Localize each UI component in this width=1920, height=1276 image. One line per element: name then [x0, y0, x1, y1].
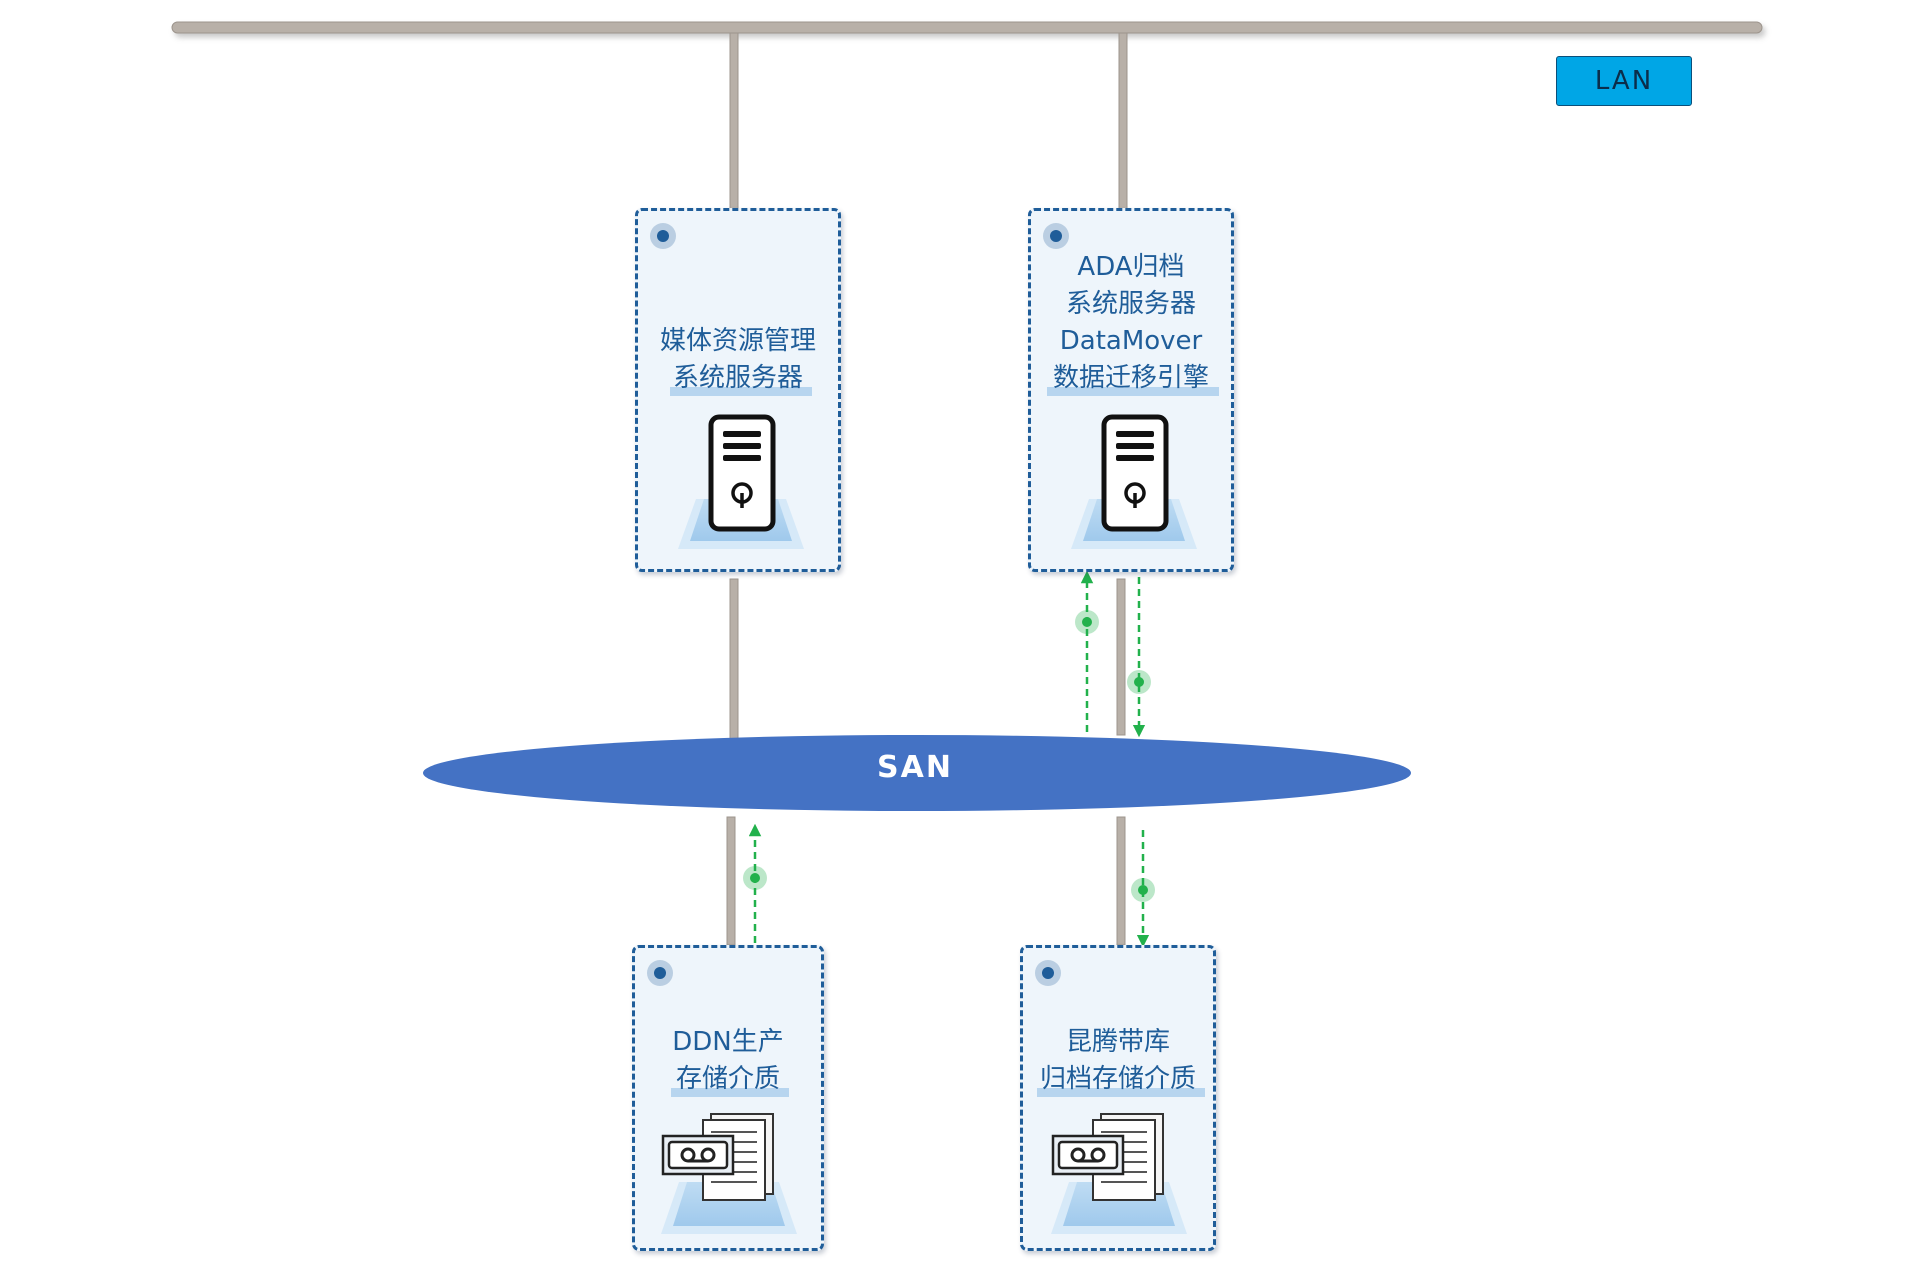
ddn-storage-label: DDN生产 存储介质	[635, 1024, 821, 1098]
ddn-storage-label-line-1: DDN生产	[672, 1027, 784, 1057]
flow-dot	[750, 873, 760, 883]
tape-storage-icon	[1051, 1113, 1187, 1234]
flow-dot	[1082, 617, 1092, 627]
san-label: SAN	[877, 750, 953, 785]
san-link-media-server	[729, 578, 739, 742]
ddn-storage-card[interactable]: DDN生产 存储介质	[632, 945, 824, 1251]
label-highlight	[1037, 1088, 1205, 1097]
lan-connectors	[729, 32, 1128, 210]
kunteng-library-label-line-1: 昆腾带库	[1065, 1027, 1170, 1057]
media-server-label-line-1: 媒体资源管理	[659, 326, 816, 356]
server-icon	[1071, 414, 1197, 549]
ada-server-label-line-3: DataMover	[1059, 326, 1203, 356]
lan-link-ada-server	[1118, 32, 1128, 210]
status-dot-icon	[647, 960, 673, 986]
san-connectors	[726, 578, 1126, 946]
san-link-ddn-storage	[726, 816, 736, 946]
status-dot-icon	[650, 223, 676, 249]
san-link-ada-server	[1116, 578, 1126, 736]
san-cloud	[423, 735, 1411, 811]
kunteng-library-label: 昆腾带库 归档存储介质	[1023, 1024, 1213, 1098]
flow-dots	[743, 610, 1155, 902]
server-icon	[678, 414, 804, 549]
ada-server-card[interactable]: ADA归档 系统服务器 DataMover 数据迁移引擎	[1028, 208, 1234, 572]
kunteng-library-card[interactable]: 昆腾带库 归档存储介质	[1020, 945, 1216, 1251]
lan-link-media-server	[729, 32, 739, 210]
label-highlight	[1047, 387, 1219, 396]
tape-storage-icon	[661, 1113, 797, 1234]
status-dot-icon	[1035, 960, 1061, 986]
label-highlight	[671, 1088, 789, 1097]
label-highlight	[670, 387, 812, 396]
status-dot-icon	[1043, 223, 1069, 249]
ada-server-label-line-1: ADA归档	[1077, 252, 1185, 282]
lan-bus	[171, 21, 1763, 34]
data-flow-arrows	[748, 570, 1150, 948]
flow-dot	[1134, 677, 1144, 687]
flow-dot	[1138, 885, 1148, 895]
ada-server-label: ADA归档 系统服务器 DataMover 数据迁移引擎	[1031, 249, 1231, 397]
ada-server-label-line-2: 系统服务器	[1065, 289, 1196, 319]
ddn-storage-label-line-2: 存储介质	[675, 1064, 780, 1094]
media-server-label: 媒体资源管理 系统服务器	[638, 323, 838, 397]
kunteng-library-label-line-2: 归档存储介质	[1039, 1064, 1196, 1094]
lan-label-badge: LAN	[1556, 56, 1692, 106]
media-server-card[interactable]: 媒体资源管理 系统服务器	[635, 208, 841, 572]
media-server-label-line-2: 系统服务器	[672, 363, 803, 393]
ada-server-label-line-4: 数据迁移引擎	[1052, 363, 1209, 393]
san-link-kunteng-library	[1116, 816, 1126, 946]
